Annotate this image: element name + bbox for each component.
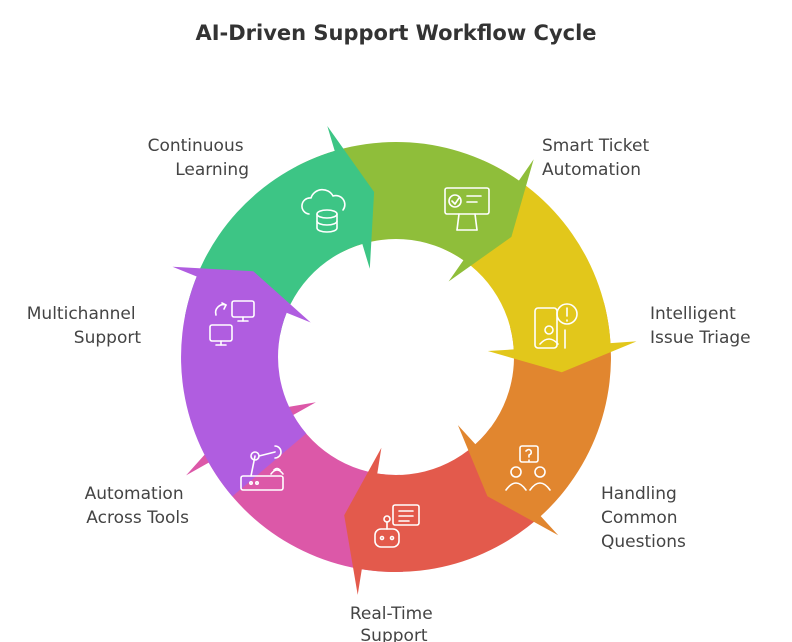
label-line: Continuous [148, 136, 244, 156]
label-line: Intelligent [650, 304, 736, 324]
label-line: Support [74, 328, 142, 348]
question-group-icon [505, 445, 551, 491]
label-line: Learning [175, 160, 249, 180]
label-multichannel-support: Multichannel Support [27, 304, 142, 348]
label-line: Support [360, 626, 428, 642]
label-line: Questions [601, 532, 686, 552]
robotic-arm-icon [240, 445, 284, 491]
label-line: Smart Ticket [542, 136, 649, 156]
label-intelligent-issue-triage: Intelligent Issue Triage [650, 304, 751, 348]
label-line: Multichannel [27, 304, 136, 324]
label-line: Across Tools [86, 508, 189, 528]
cloud-database-icon [301, 188, 346, 233]
segment-arrow-continuous-learning [172, 266, 311, 497]
multi-device-sync-icon [209, 300, 255, 346]
label-line: Real-Time [350, 604, 433, 624]
chatbot-icon [374, 504, 420, 548]
label-line: Issue Triage [650, 328, 751, 348]
label-line: Handling [601, 484, 677, 504]
label-line: Automation [542, 160, 641, 180]
label-real-time-support: Real-Time Support [350, 604, 438, 642]
label-continuous-learning: Continuous Learning [148, 136, 249, 180]
label-line: Common [601, 508, 678, 528]
label-automation-across-tools: Automation Across Tools [85, 484, 190, 528]
label-smart-ticket-automation: Smart Ticket Automation [542, 136, 655, 180]
ticket-approval-icon [444, 187, 490, 231]
cycle-ring [172, 126, 637, 595]
label-handling-common-questions: Handling Common Questions [601, 484, 686, 552]
diagram-title: AI-Driven Support Workflow Cycle [195, 21, 596, 45]
label-line: Automation [85, 484, 184, 504]
alert-user-icon [534, 303, 578, 349]
